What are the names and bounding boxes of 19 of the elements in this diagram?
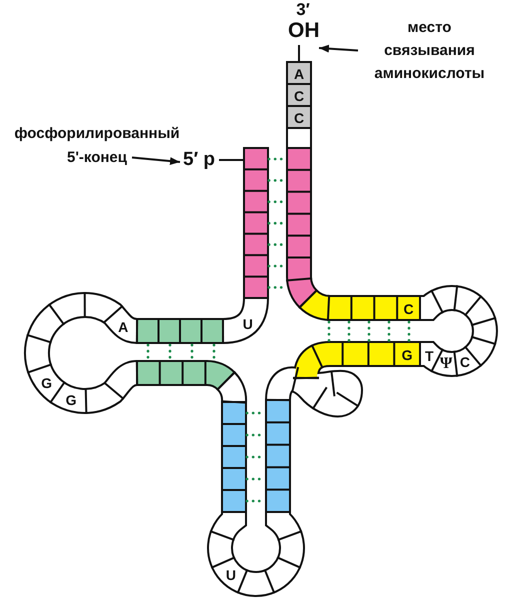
nucleotide-letter: C — [294, 111, 304, 125]
arrow — [132, 156, 180, 166]
arrow — [318, 44, 358, 53]
annotation-text: 5′ p — [183, 147, 216, 173]
nucleotide-letter: C — [460, 355, 470, 370]
nucleotide-letter: C — [404, 302, 414, 316]
nucleotide-letter: T — [424, 348, 434, 363]
nucleotide-letter: G — [66, 392, 76, 407]
strand-end-label: OH — [288, 19, 318, 42]
nucleotide-letter: Ψ — [440, 357, 452, 372]
nucleotide-letter: G — [402, 348, 413, 362]
annotation-text: место связывания аминокислоты — [362, 16, 497, 85]
nucleotide-letter: U — [226, 568, 236, 582]
nucleotide-letter: C — [294, 89, 304, 103]
nucleotide-letter: U — [242, 316, 253, 331]
strand-end-label: 3′ — [295, 0, 311, 19]
nucleotide-letter: G — [41, 376, 52, 390]
nucleotide-letter: A — [294, 67, 304, 81]
nucleotide-letter: A — [118, 320, 128, 334]
